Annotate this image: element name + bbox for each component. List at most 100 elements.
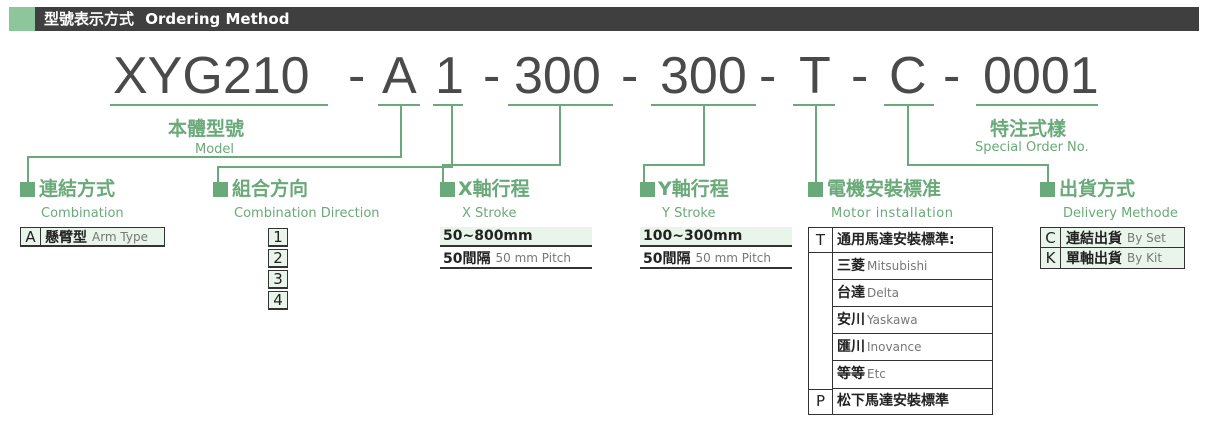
model-label-cn: 本體型號 bbox=[168, 118, 245, 140]
connector-combination-h bbox=[27, 156, 402, 158]
code-dash-2: - bbox=[483, 47, 501, 105]
code-dash-4: - bbox=[759, 47, 777, 105]
motor-title: 電機安裝標准 bbox=[827, 178, 942, 200]
motor-brand-en: Mitsubishi bbox=[867, 259, 928, 273]
code-y-stroke: 300 bbox=[660, 47, 747, 105]
connector-delivery-h bbox=[907, 164, 1049, 166]
section-header-bar bbox=[9, 7, 1199, 31]
x-stroke-subtitle: X Stroke bbox=[462, 206, 517, 221]
direction-square-icon bbox=[213, 182, 228, 197]
combination-row-en: Arm Type bbox=[92, 229, 148, 244]
motor-brand-en: Delta bbox=[867, 286, 900, 300]
x-stroke-square-icon bbox=[440, 182, 455, 197]
code-motor: T bbox=[799, 47, 831, 105]
underline-y-stroke bbox=[651, 104, 756, 106]
underline-motor bbox=[793, 104, 835, 106]
direction-option-3: 3 bbox=[268, 270, 288, 289]
model-label-en: Model bbox=[195, 142, 235, 157]
direction-title: 組合方向 bbox=[232, 178, 309, 200]
x-stroke-pitch-cn: 50間隔 bbox=[443, 251, 491, 267]
code-dash-3: - bbox=[621, 47, 639, 105]
code-dash-1: - bbox=[348, 47, 366, 105]
underline-x-stroke bbox=[508, 104, 613, 106]
underline-delivery bbox=[884, 104, 934, 106]
header-accent-square bbox=[9, 7, 35, 31]
connector-direction-v bbox=[451, 106, 453, 168]
y-stroke-pitch-cn: 50間隔 bbox=[643, 251, 691, 267]
connector-delivery-v bbox=[907, 106, 909, 166]
x-stroke-pitch-en: 50 mm Pitch bbox=[495, 251, 571, 265]
delivery-row-cn: 連結出貨 bbox=[1066, 230, 1122, 247]
motor-brand-cn: 安川 bbox=[837, 312, 865, 328]
special-label-cn: 特注式樣 bbox=[990, 118, 1067, 140]
header-title-en: Ordering Method bbox=[145, 10, 290, 28]
connector-motor-v bbox=[815, 106, 817, 182]
y-stroke-pitch-en: 50 mm Pitch bbox=[695, 251, 771, 265]
motor-p-letter: P bbox=[809, 389, 833, 414]
code-dash-5: - bbox=[851, 47, 869, 105]
motor-brand-cn: 三菱 bbox=[837, 258, 865, 274]
y-stroke-title: Y軸行程 bbox=[658, 178, 729, 200]
motor-subtitle: Motor installation bbox=[831, 206, 954, 221]
connector-x-h bbox=[442, 164, 561, 166]
motor-brand-en: Inovance bbox=[867, 340, 922, 354]
code-direction: 1 bbox=[435, 47, 464, 105]
delivery-row-c: C 連結出貨 By Set bbox=[1040, 227, 1185, 248]
motor-brand-cn: 等等 bbox=[837, 366, 865, 382]
connector-direction-h bbox=[217, 166, 453, 168]
combination-title: 連結方式 bbox=[39, 178, 116, 200]
motor-p-text: 松下馬達安裝標準 bbox=[837, 393, 949, 409]
motor-brand-en: Etc bbox=[867, 367, 886, 381]
connector-combination-v bbox=[400, 106, 402, 158]
connector-x-drop bbox=[442, 164, 444, 182]
underline-combination bbox=[378, 104, 420, 106]
direction-option-4: 4 bbox=[268, 291, 288, 310]
motor-brand-en: Yaskawa bbox=[867, 313, 918, 327]
motor-brand-spacer bbox=[809, 253, 833, 389]
combination-row-cn: 懸臂型 bbox=[45, 229, 87, 246]
y-stroke-subtitle: Y Stroke bbox=[662, 206, 716, 221]
connector-y-drop bbox=[643, 164, 645, 182]
underline-direction bbox=[433, 104, 463, 106]
connector-combination-drop bbox=[27, 156, 29, 182]
delivery-row-letter: C bbox=[1041, 228, 1061, 247]
direction-option-1: 1 bbox=[268, 228, 288, 247]
underline-special bbox=[976, 104, 1098, 106]
motor-brand-cn: 台達 bbox=[837, 285, 865, 301]
y-stroke-range: 100~300mm bbox=[640, 227, 792, 247]
y-stroke-square-icon bbox=[640, 182, 655, 197]
underline-model bbox=[110, 104, 328, 106]
code-special: 0001 bbox=[983, 47, 1099, 105]
motor-square-icon bbox=[808, 182, 823, 197]
combination-row-letter: A bbox=[21, 228, 41, 246]
x-stroke-range: 50~800mm bbox=[440, 227, 592, 247]
combination-row-a: A 懸臂型 Arm Type bbox=[20, 227, 165, 247]
x-stroke-title: X軸行程 bbox=[458, 178, 530, 200]
code-delivery: C bbox=[889, 47, 927, 105]
direction-subtitle: Combination Direction bbox=[234, 206, 380, 221]
delivery-row-letter: K bbox=[1041, 248, 1061, 268]
delivery-row-cn: 單軸出貨 bbox=[1066, 251, 1122, 267]
delivery-title: 出貨方式 bbox=[1059, 178, 1136, 200]
motor-t-letter: T bbox=[809, 228, 833, 253]
motor-t-text: 通用馬達安裝標準: bbox=[833, 228, 992, 253]
code-combination: A bbox=[382, 47, 417, 105]
combination-subtitle: Combination bbox=[41, 206, 124, 221]
connector-delivery-drop bbox=[1047, 164, 1049, 182]
code-model: XYG210 bbox=[113, 47, 310, 105]
motor-brand-cn: 匯川 bbox=[837, 339, 865, 355]
code-x-stroke: 300 bbox=[514, 47, 601, 105]
direction-option-2: 2 bbox=[268, 249, 288, 268]
delivery-square-icon bbox=[1040, 182, 1055, 197]
header-title-cn: 型號表示方式 bbox=[44, 10, 135, 28]
delivery-subtitle: Delivery Methode bbox=[1063, 206, 1178, 221]
y-stroke-pitch-row: 50間隔 50 mm Pitch bbox=[640, 249, 792, 269]
connector-x-v bbox=[559, 106, 561, 166]
delivery-row-en: By Kit bbox=[1127, 251, 1163, 265]
combination-square-icon bbox=[20, 182, 35, 197]
